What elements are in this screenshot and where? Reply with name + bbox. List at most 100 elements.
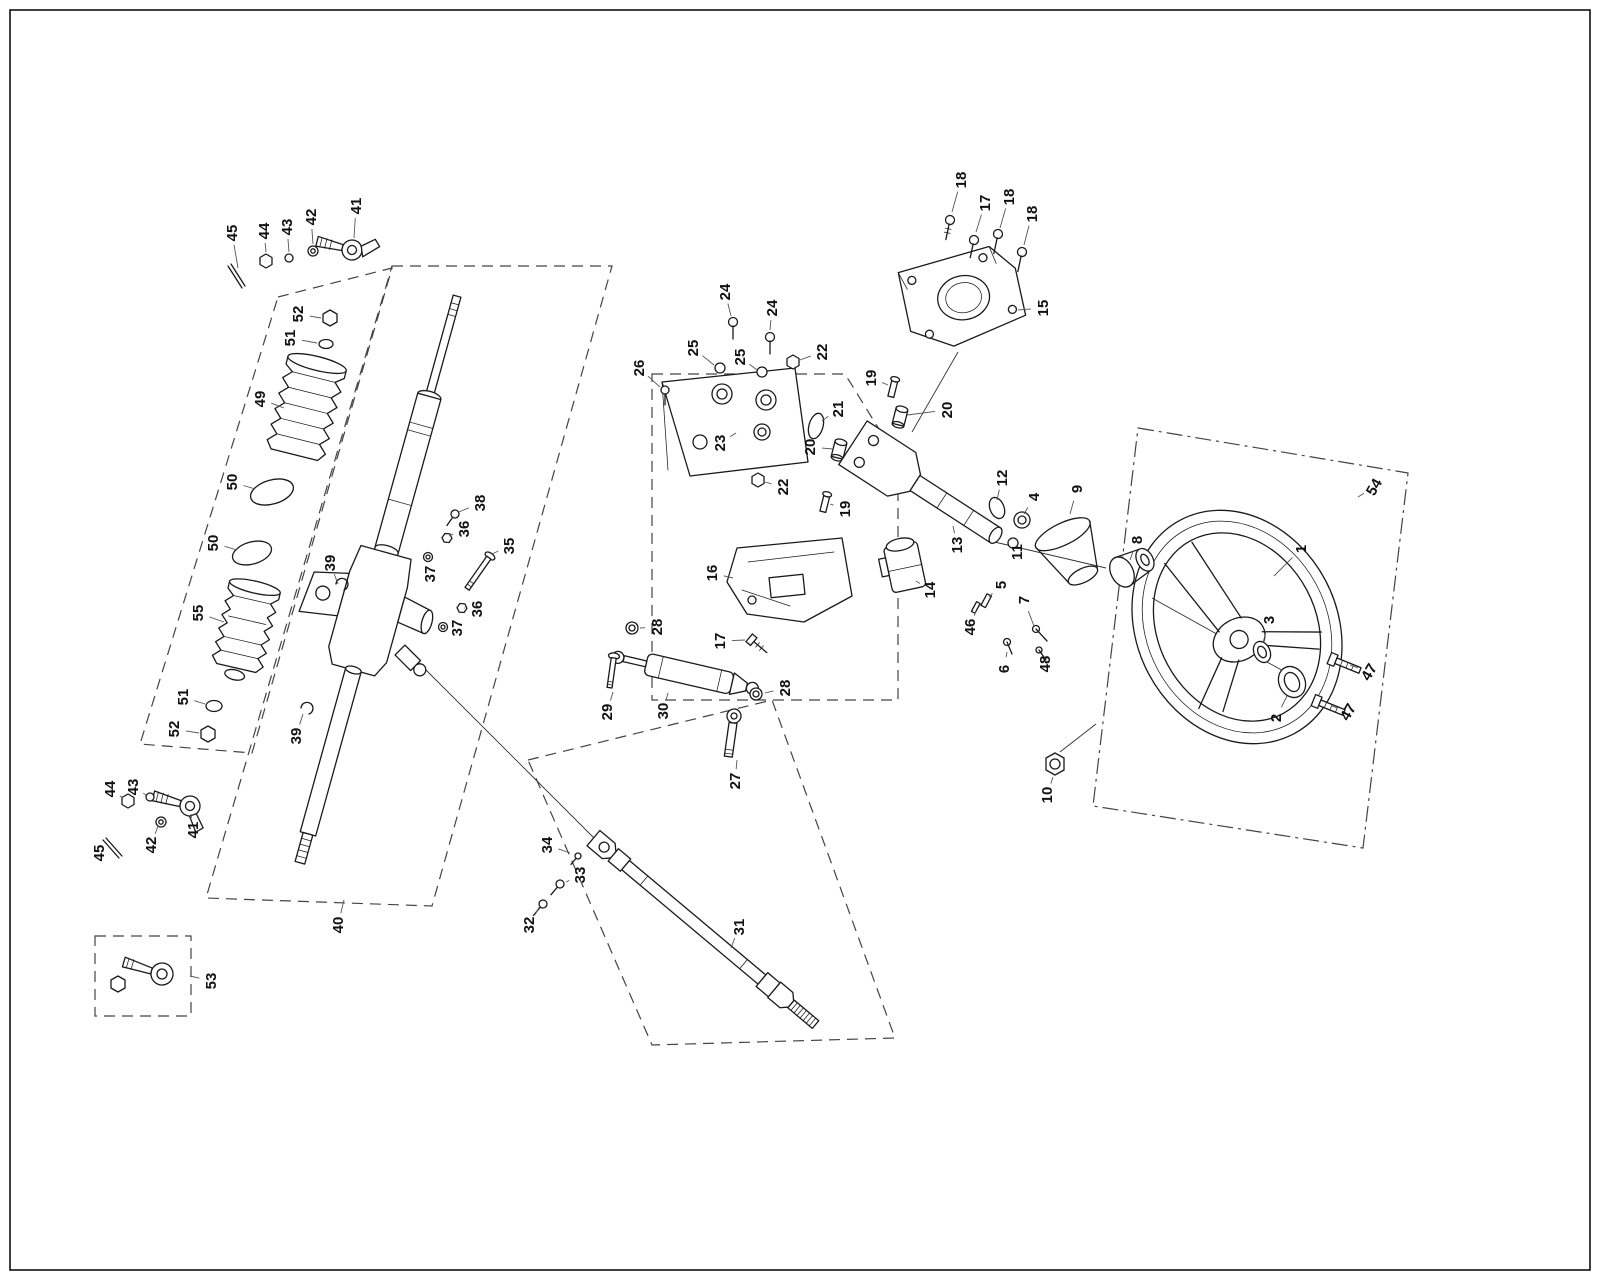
leader-line (1331, 705, 1337, 709)
part-number-label: 50 (205, 535, 222, 552)
pin-19b (819, 490, 833, 514)
leader-line (106, 842, 108, 844)
part-number-label: 34 (539, 836, 556, 853)
nut-22b (751, 472, 765, 488)
washer-51a (318, 338, 334, 350)
rack-mount-bolts (300, 509, 496, 715)
part-number-label: 25 (685, 340, 702, 357)
leader-line (189, 975, 200, 979)
cover-screws (943, 214, 1028, 273)
part-number-label: 28 (649, 619, 666, 636)
damper-assembly (606, 621, 763, 758)
horn-button-2 (1277, 665, 1307, 699)
part-number-label: 44 (256, 222, 273, 239)
leader-line (1357, 492, 1365, 498)
hub-nut (1045, 752, 1065, 776)
part-number-label: 41 (185, 822, 202, 839)
leader-line (119, 795, 124, 799)
part-number-label: 18 (1001, 189, 1018, 206)
part-number-label: 26 (631, 360, 648, 377)
ujoint-bolts (532, 852, 582, 917)
part-number-label: 1 (1293, 545, 1310, 553)
part-number-label: 5 (993, 581, 1010, 589)
bolt-47a (1326, 651, 1362, 674)
ignition-switch (877, 537, 927, 593)
part-number-label: 47 (1358, 661, 1381, 684)
washer-28a (625, 621, 639, 635)
part-number-label: 48 (1037, 656, 1054, 673)
part-number-label: 49 (252, 391, 269, 408)
screw-26 (660, 385, 670, 406)
part-number-label: 35 (501, 538, 518, 555)
screw-6 (1002, 637, 1013, 655)
leader-line (1023, 507, 1029, 515)
leader-line (730, 938, 736, 949)
leader-line (333, 574, 339, 585)
leader-line (723, 575, 734, 579)
leader-line (340, 899, 345, 914)
leader-line (799, 355, 811, 361)
leader-line (829, 503, 834, 506)
leader-line (975, 214, 982, 233)
hub-cover-cone (1034, 517, 1099, 586)
bushing-21 (807, 412, 825, 440)
leader-line (881, 382, 889, 386)
leader-line (353, 217, 356, 239)
cotter-pin-45a (227, 263, 246, 289)
leader-line (1017, 308, 1032, 311)
nut-52a (322, 309, 338, 327)
leader-line (915, 580, 921, 584)
screw-7 (1031, 624, 1048, 642)
part-number-label: 37 (422, 566, 439, 583)
leader-line (727, 303, 732, 317)
wheel-boundary-box (1092, 427, 1409, 849)
cotter-pin-45b (102, 837, 123, 859)
screw-48 (1035, 646, 1047, 661)
part-number-label: 50 (224, 474, 241, 491)
nut-44a (259, 253, 273, 269)
part-number-label: 19 (863, 370, 880, 387)
leader-line (1050, 776, 1054, 784)
part-number-label: 42 (303, 209, 320, 226)
leader-line (1129, 551, 1134, 561)
bolt-35 (464, 551, 496, 591)
part-number-label: 39 (322, 555, 339, 572)
part-number-label: 47 (1337, 701, 1360, 724)
cap-3 (1252, 640, 1272, 664)
washer-43a (284, 253, 294, 263)
page-border (9, 9, 1591, 1271)
screw-18c (1016, 246, 1028, 273)
part53-boundary-box (94, 935, 192, 1017)
clip-39b (300, 701, 314, 715)
leader-line (1069, 500, 1075, 515)
screw-18a (943, 214, 956, 241)
part-number-label: 43 (279, 219, 296, 236)
nut-52b (200, 725, 216, 743)
leader-line (1027, 611, 1035, 627)
leader-line (988, 593, 993, 598)
washer-25a (714, 362, 726, 374)
bolt-38 (446, 509, 460, 527)
leader-line (301, 339, 318, 344)
part-number-label: 23 (712, 435, 729, 452)
part-number-label: 42 (143, 837, 160, 854)
leader-line (731, 639, 746, 641)
leader-line (769, 319, 772, 331)
washer-51b (205, 699, 223, 713)
tie-rod-end-41a (315, 235, 381, 261)
leader-line (821, 415, 829, 422)
leader-line (565, 879, 570, 883)
part-number-label: 3 (1261, 616, 1278, 624)
leader-line (299, 713, 304, 725)
nut-53 (110, 975, 126, 993)
part-number-label: 36 (469, 601, 486, 618)
part-number-label: 31 (731, 919, 748, 936)
part-number-label: 2 (1268, 714, 1285, 722)
part-number-label: 12 (994, 470, 1011, 487)
part-number-label: 51 (282, 330, 299, 347)
washer-42a (307, 245, 319, 257)
leader-line (1023, 225, 1030, 246)
tie-rod-end-41b (151, 790, 204, 833)
